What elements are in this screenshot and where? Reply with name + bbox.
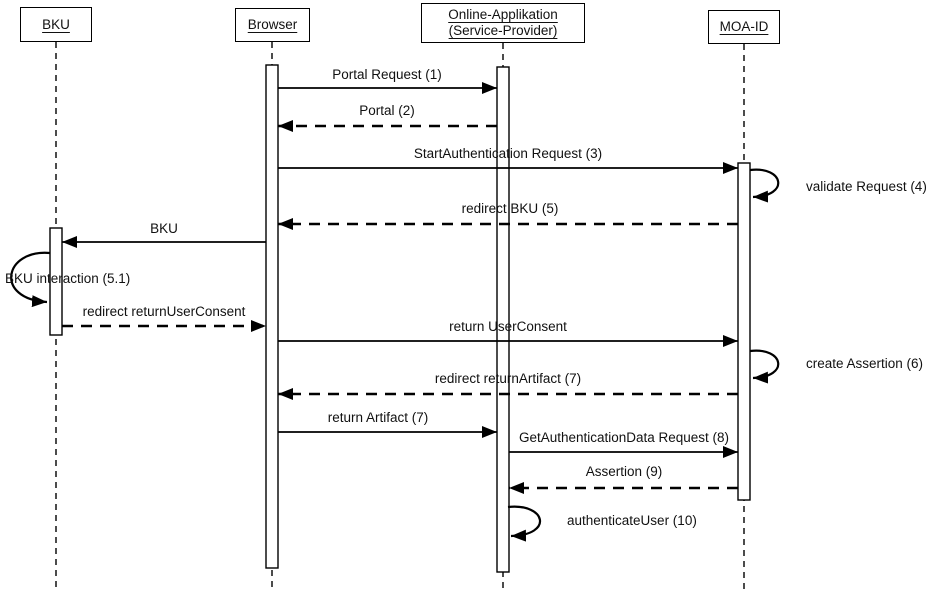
message-label-get-authentication-data: GetAuthenticationData Request (8) — [518, 430, 730, 445]
actor-box-moa-id: MOA-ID — [708, 10, 780, 44]
actor-label-moa-id: MOA-ID — [719, 19, 769, 34]
activation-bars — [49, 64, 751, 573]
dashed-arrows — [62, 120, 738, 494]
message-label-portal: Portal (2) — [359, 103, 415, 118]
message-label-assertion: Assertion (9) — [585, 464, 663, 479]
activation-bku — [49, 227, 63, 336]
solid-arrows — [62, 82, 738, 458]
loop-create-assertion — [749, 349, 780, 384]
actor-label-browser: Browser — [247, 17, 298, 32]
loop-bku-interaction — [10, 251, 51, 308]
self-loops — [10, 168, 780, 542]
message-label-redirect-return-artifact: redirect returnArtifact (7) — [434, 371, 582, 386]
actor-label-bku: BKU — [42, 16, 70, 32]
loop-validate-request — [749, 168, 780, 203]
message-label-start-authentication: StartAuthentication Request (3) — [413, 146, 603, 161]
loop-authenticate-user — [507, 505, 542, 542]
message-label-authenticate-user: authenticateUser (10) — [567, 513, 697, 528]
activation-browser — [265, 64, 279, 569]
activation-online-app — [496, 66, 510, 573]
message-label-redirect-bku: redirect BKU (5) — [461, 201, 559, 216]
message-label-bku-interaction: BKU interaction (5.1) — [5, 271, 131, 286]
activation-moa-id — [737, 162, 751, 501]
message-label-redirect-return-userconsent: redirect returnUserConsent — [82, 304, 246, 319]
message-label-validate-request: validate Request (4) — [806, 179, 927, 194]
actor-box-online-app: Online-Applikation (Service-Provider) — [421, 3, 585, 43]
message-label-bku: BKU — [150, 221, 178, 236]
message-label-return-userconsent: return UserConsent — [449, 319, 567, 334]
actor-label-online-app: Online-Applikation (Service-Provider) — [448, 7, 558, 38]
actor-box-bku: BKU — [20, 7, 92, 42]
message-label-portal-request: Portal Request (1) — [332, 67, 442, 82]
message-label-return-artifact: return Artifact (7) — [327, 410, 429, 425]
message-label-create-assertion: create Assertion (6) — [806, 356, 924, 371]
actor-box-browser: Browser — [235, 8, 310, 42]
